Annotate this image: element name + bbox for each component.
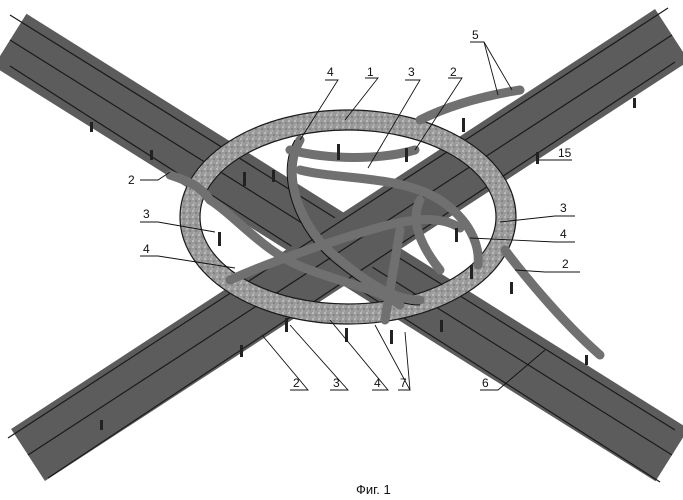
leader-lines bbox=[140, 41, 580, 391]
label-2-bottom: 2 bbox=[293, 376, 300, 390]
label-15: 15 bbox=[558, 146, 572, 160]
label-1-top: 1 bbox=[367, 65, 374, 79]
label-2-left: 2 bbox=[128, 173, 135, 187]
bridge-piers bbox=[90, 98, 636, 430]
label-3-top: 3 bbox=[408, 65, 415, 79]
reference-numerals: 4 1 3 2 5 15 2 3 4 3 4 2 2 3 4 7 6 bbox=[128, 28, 572, 390]
label-2-top: 2 bbox=[450, 65, 457, 79]
label-6: 6 bbox=[482, 376, 489, 390]
label-2-right: 2 bbox=[562, 257, 569, 271]
label-4-left: 4 bbox=[143, 242, 150, 256]
highway-sw-ne bbox=[7, 7, 683, 481]
label-4-top: 4 bbox=[327, 65, 334, 79]
figure-caption: Фиг. 1 bbox=[356, 482, 391, 497]
label-4-right: 4 bbox=[560, 227, 567, 241]
label-5: 5 bbox=[472, 28, 479, 42]
label-4-bottom: 4 bbox=[374, 376, 381, 390]
label-7: 7 bbox=[400, 376, 407, 390]
ramps bbox=[165, 85, 605, 360]
label-3-bottom: 3 bbox=[333, 376, 340, 390]
ring-overpass bbox=[179, 109, 517, 325]
label-3-left: 3 bbox=[143, 207, 150, 221]
label-3-right: 3 bbox=[560, 201, 567, 215]
